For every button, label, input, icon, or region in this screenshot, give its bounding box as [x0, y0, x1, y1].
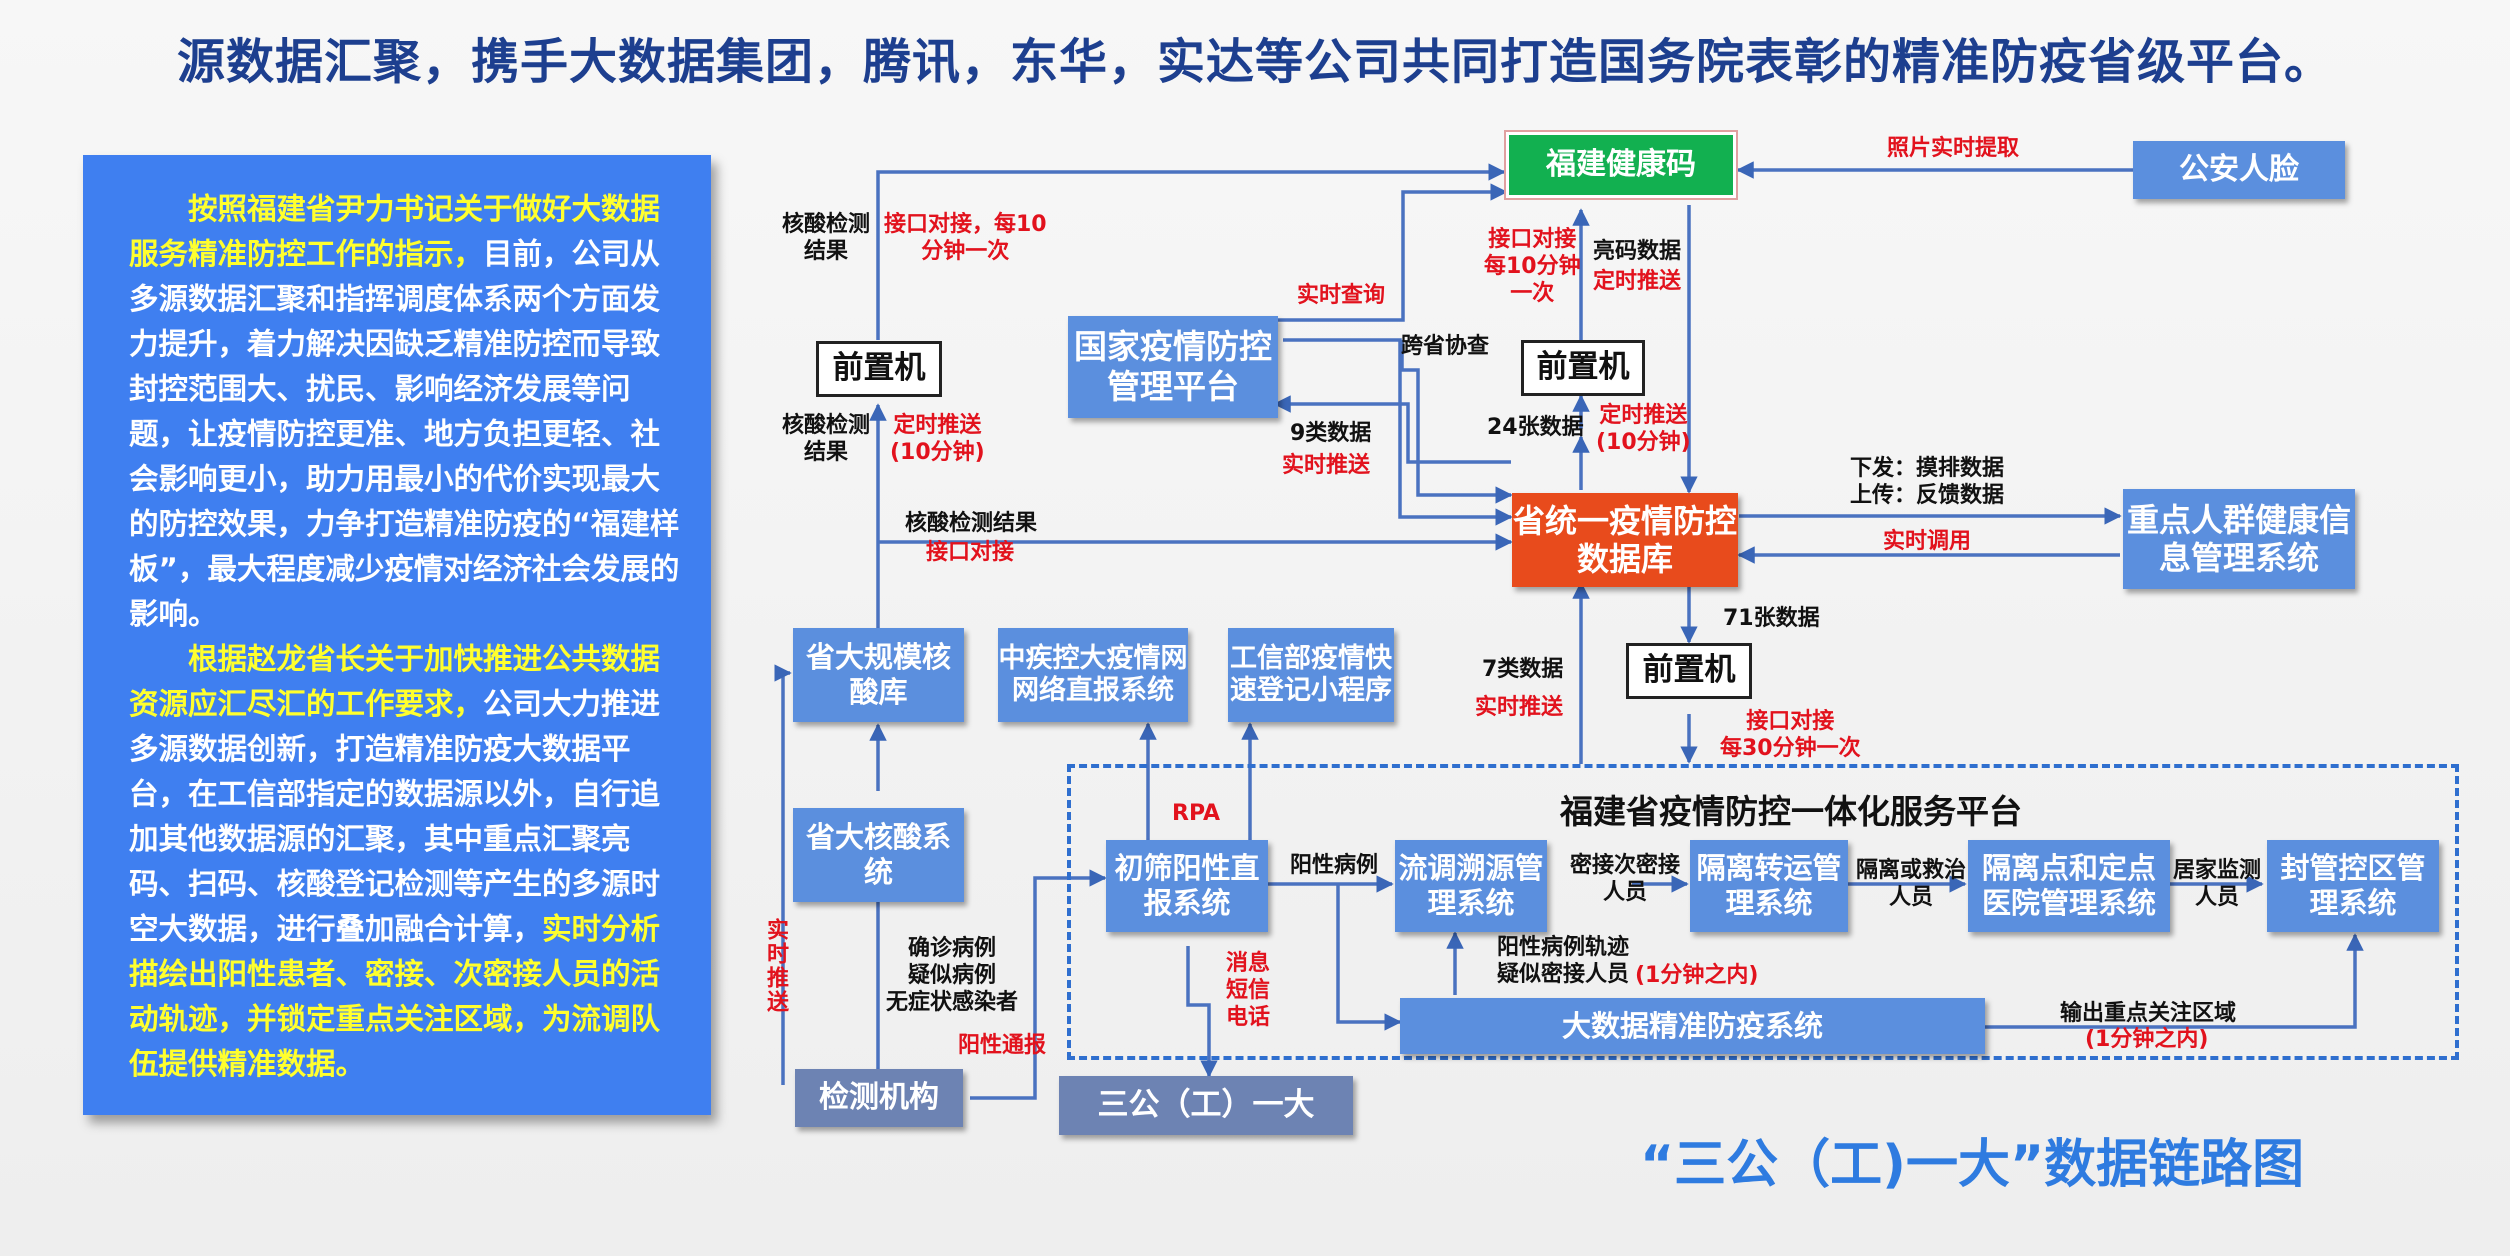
integrated-platform-title: 福建省疫情防控一体化服务平台 [1560, 792, 2022, 831]
label-7-types-push: 实时推送 [1475, 695, 1564, 720]
label-71-tables: 71张数据 [1723, 606, 1820, 631]
label-timed-push-mid: 定时推送 (10分钟) [1596, 403, 1691, 455]
node-isolation-transfer: 隔离转运管理系统 [1690, 840, 1848, 932]
node-positive-screening: 初筛阳性直报系统 [1106, 840, 1268, 932]
label-timed-push-left: 定时推送 (10分钟) [890, 413, 985, 465]
label-case-types: 确诊病例 疑似病例 无症状感染者 [886, 936, 1019, 1015]
label-interface-mid: 接口对接 每10分钟 一次 [1484, 227, 1581, 306]
label-positive-case: 阳性病例 [1290, 853, 1379, 878]
node-national-epidemic-platform: 国家疫情防控管理平台 [1068, 316, 1278, 418]
label-close-contacts: 密接次密接 人员 [1570, 853, 1681, 905]
node-key-population-system: 重点人群健康信息管理系统 [2123, 489, 2355, 589]
label-cross-province: 跨省协查 [1401, 334, 1490, 359]
node-testing-institution: 检测机构 [795, 1069, 963, 1127]
node-three-public-one-big: 三公（工）一大 [1059, 1076, 1353, 1135]
label-nucleic-result-2: 核酸检测 结果 [782, 413, 871, 465]
node-fujian-health-code: 福建健康码 [1504, 130, 1738, 200]
label-realtime-query: 实时查询 [1297, 283, 1386, 308]
label-interface-30min: 接口对接 每30分钟一次 [1720, 709, 1861, 761]
label-interface-connect: 接口对接 [926, 540, 1015, 565]
label-photo-extract: 照片实时提取 [1887, 136, 2020, 161]
node-cdc-direct-report: 中疾控大疫情网网络直报系统 [998, 628, 1188, 722]
node-public-security-face: 公安人脸 [2133, 141, 2345, 199]
intro-paragraph-2: 根据赵龙省长关于加快推进公共数据资源应汇尽汇的工作要求，公司大力推进多源数据创新… [129, 637, 681, 1087]
node-nucleic-system: 省大核酸系统 [793, 808, 964, 902]
node-lockdown-zone: 封管控区管理系统 [2267, 840, 2439, 932]
label-output-time: (1分钟之内) [2085, 1027, 2209, 1052]
label-code-timed-push: 定时推送 [1593, 269, 1682, 294]
label-9-types: 9类数据 [1290, 421, 1372, 446]
label-realtime-call: 实时调用 [1883, 529, 1972, 554]
diagram-caption: “三公（工)一大”数据链路图 [1640, 1135, 2305, 1195]
intro-panel: 按照福建省尹力书记关于做好大数据服务精准防控工作的指示，目前，公司从多源数据汇聚… [83, 155, 711, 1115]
label-trajectory-time: (1分钟之内) [1635, 963, 1759, 988]
node-tracing-system: 流调溯源管理系统 [1395, 840, 1547, 932]
intro-highlight-1: 按照福建省尹力书记关于做好大数据服务精准防控工作的指示， [129, 192, 661, 271]
intro-highlight-2: 根据赵龙省长关于加快推进公共数据资源应汇尽汇的工作要求， [129, 642, 661, 721]
node-big-data-prevention: 大数据精准防疫系统 [1400, 998, 1985, 1054]
label-realtime-push-vertical: 实时推送 [763, 918, 788, 1014]
label-rpa: RPA [1172, 801, 1221, 826]
label-9-types-push: 实时推送 [1282, 453, 1371, 478]
intro-paragraph-1: 按照福建省尹力书记关于做好大数据服务精准防控工作的指示，目前，公司从多源数据汇聚… [129, 187, 681, 637]
label-output-key-area: 输出重点关注区域 [2060, 1001, 2237, 1026]
label-home-monitoring: 居家监测 人员 [2173, 858, 2262, 910]
node-miit-registration: 工信部疫情快速登记小程序 [1228, 628, 1394, 722]
label-dispatch-feedback: 下发：摸排数据 上传：反馈数据 [1850, 456, 2005, 508]
node-provincial-database: 省统一疫情防控数据库 [1512, 493, 1738, 587]
page-title: 源数据汇聚，携手大数据集团，腾讯，东华，实达等公司共同打造国务院表彰的精准防疫省… [176, 34, 2333, 90]
label-nucleic-result-1: 核酸检测 结果 [782, 212, 871, 264]
node-large-scale-nucleic-db: 省大规模核酸库 [793, 628, 964, 722]
label-interface-10min: 接口对接，每10 分钟一次 [884, 212, 1047, 264]
label-message-sms-phone: 消息 短信 电话 [1226, 951, 1271, 1030]
label-nucleic-result-3: 核酸检测结果 [905, 511, 1038, 536]
label-trajectory: 阳性病例轨迹 疑似密接人员 [1497, 935, 1630, 987]
node-front-machine-left: 前置机 [816, 341, 942, 397]
intro-text-2: 公司大力推进多源数据创新，打造精准防疫大数据平台，在工信部指定的数据源以外，自行… [129, 687, 661, 946]
node-quarantine-hospital: 隔离点和定点医院管理系统 [1968, 840, 2170, 932]
label-24-tables: 24张数据 [1487, 415, 1584, 440]
label-isolated-treated: 隔离或救治 人员 [1856, 858, 1967, 910]
label-7-types: 7类数据 [1482, 657, 1564, 682]
node-front-machine-mid: 前置机 [1521, 340, 1645, 396]
node-front-machine-low: 前置机 [1626, 643, 1752, 699]
intro-highlight-3: 实时分析描绘出阳性患者、密接、次密接人员的活动轨迹，并锁定重点关注区域，为流调队… [129, 912, 661, 1081]
label-code-data: 亮码数据 [1593, 239, 1682, 264]
intro-text-1: 目前，公司从多源数据汇聚和指挥调度体系两个方面发力提升，着力解决因缺乏精准防控而… [129, 237, 680, 631]
label-positive-notify: 阳性通报 [958, 1033, 1047, 1058]
integrated-platform-frame [1067, 764, 2459, 1060]
